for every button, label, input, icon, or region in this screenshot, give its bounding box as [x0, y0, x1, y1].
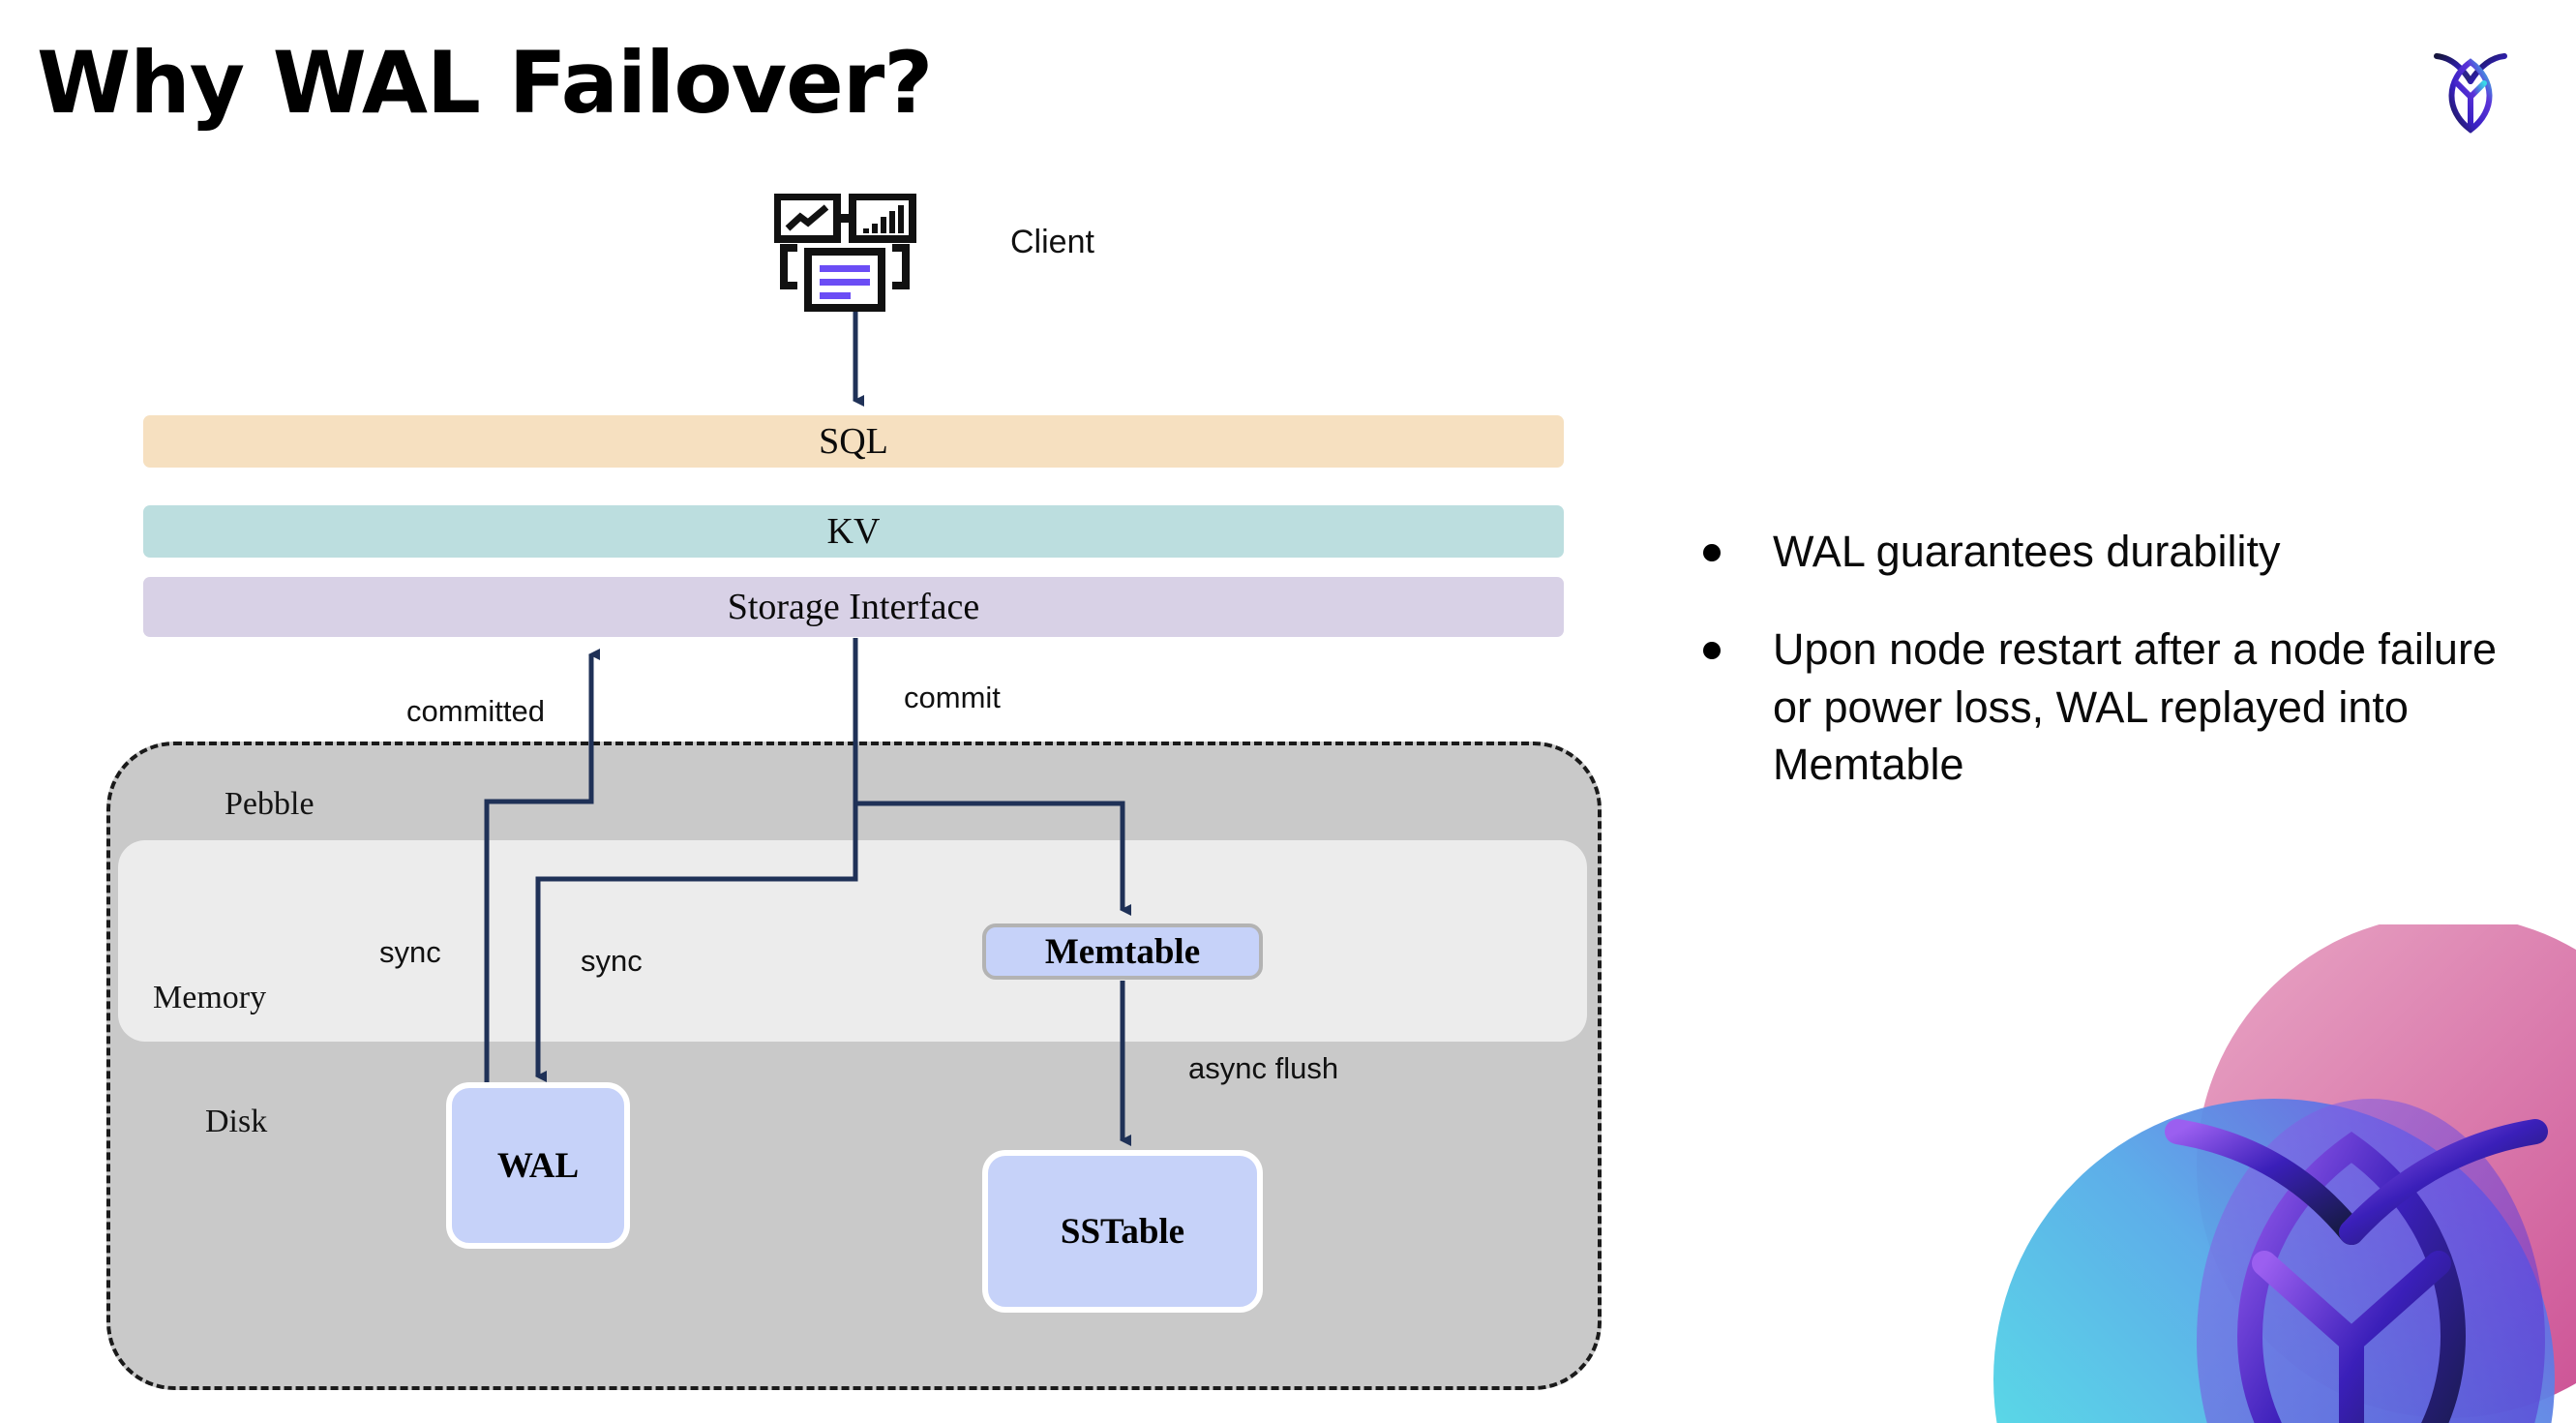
pebble-container — [106, 742, 1602, 1390]
list-item: WAL guarantees durability — [1703, 523, 2506, 580]
client-label: Client — [1010, 224, 1094, 260]
edge-label-sync-left: sync — [379, 935, 441, 969]
decorative-gradient-artwork — [1945, 924, 2576, 1423]
node-memtable[interactable]: Memtable — [982, 923, 1263, 980]
cockroachdb-logo — [2417, 35, 2524, 141]
edge-label-async-flush: async flush — [1188, 1051, 1339, 1085]
bullet-text: WAL guarantees durability — [1773, 527, 2281, 576]
list-item: Upon node restart after a node failure o… — [1703, 621, 2506, 793]
pebble-label: Pebble — [225, 786, 315, 822]
bullet-dot-icon — [1703, 544, 1721, 561]
edge-label-commit: commit — [904, 681, 1001, 714]
layer-bar-storage-interface[interactable]: Storage Interface — [143, 577, 1564, 637]
node-sstable[interactable]: SSTable — [982, 1150, 1263, 1313]
edge-label-sync-right: sync — [581, 944, 643, 978]
bullet-list: WAL guarantees durability Upon node rest… — [1703, 523, 2506, 834]
node-wal[interactable]: WAL — [446, 1082, 630, 1249]
layer-bar-sql[interactable]: SQL — [143, 415, 1564, 468]
memory-label: Memory — [153, 980, 267, 1015]
disk-label: Disk — [205, 1104, 268, 1139]
client-dashboard-icon — [773, 193, 929, 319]
memory-region — [118, 840, 1587, 1042]
page-title: Why WAL Failover? — [37, 33, 933, 133]
bullet-text: Upon node restart after a node failure o… — [1773, 624, 2497, 790]
layer-bar-kv[interactable]: KV — [143, 505, 1564, 558]
edge-label-committed: committed — [406, 694, 545, 728]
bullet-dot-icon — [1703, 642, 1721, 660]
